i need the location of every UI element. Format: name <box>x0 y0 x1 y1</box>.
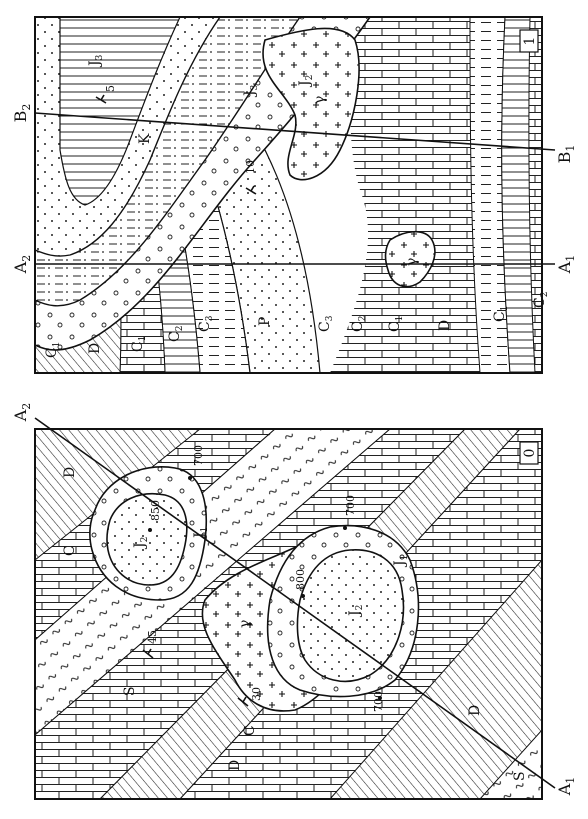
label-b1: B1 <box>555 145 577 164</box>
label-gamma: γ <box>237 620 253 628</box>
dip-value-30: 30 <box>250 687 263 701</box>
elev-800: 800 <box>294 569 307 590</box>
dip-symbol-5 <box>95 94 107 104</box>
map-0-dip-symbols: 45 30 <box>142 630 263 707</box>
label-c-lower: C <box>242 725 258 736</box>
label-c1-right: C1 <box>492 306 510 322</box>
label-k: K <box>137 133 153 144</box>
elev-700-b: 700 <box>344 495 357 516</box>
jurassic-j2-lower <box>296 549 405 683</box>
label-gamma-b: γ <box>404 258 420 266</box>
label-s-lower: S <box>512 771 528 781</box>
granite-intrusion-small <box>384 230 436 288</box>
jurassic-j2-upper <box>106 493 188 586</box>
label-s-upper: S <box>122 686 138 696</box>
label-j3-b: J3 <box>242 84 260 98</box>
granite-intrusion-upper <box>262 27 360 181</box>
dip-symbol-10 <box>245 185 257 195</box>
section-line-b1-b2 <box>34 112 556 151</box>
label-c1-mid: C1 <box>387 316 405 332</box>
label-d-right: D <box>437 320 453 331</box>
map-0-strata <box>35 429 542 799</box>
label-c3-mid: C3 <box>317 315 335 332</box>
label-c2-mid: C2 <box>350 316 368 332</box>
silurian-wave-belt-right <box>479 729 542 799</box>
dip-symbol-45 <box>142 648 154 659</box>
map-0-frame <box>34 428 543 800</box>
elev-700-a: 700 <box>192 445 205 466</box>
label-c1-left: C1 <box>130 336 148 352</box>
map-1-number-box <box>519 29 539 53</box>
label-j2: J2 <box>297 75 315 88</box>
map-1: 1 A2 A1 B2 B1 J3 J3 J2 K P D D C1 C1 C1 … <box>11 16 577 374</box>
label-c2-right: C2 <box>532 292 550 308</box>
label-c1-edge: C1 <box>44 342 62 358</box>
label-j1-upper: J1 <box>192 527 210 540</box>
dip-symbol-30 <box>237 696 249 707</box>
label-c2-left: C2 <box>167 326 185 342</box>
label-a2: A2 <box>11 255 33 275</box>
label-gamma-a: γ <box>312 96 328 104</box>
label-c-upper: C <box>62 545 78 556</box>
map-0-endpoint-labels: A2 A1 <box>11 403 577 797</box>
elev-700-c: 700 <box>372 691 385 712</box>
map-0-elevation-marks: 850 700 700 700 800 <box>148 445 385 712</box>
label-d-left: D <box>87 343 103 354</box>
label-d-lower-left: D <box>227 760 243 771</box>
map-1-unit-labels: J3 J3 J2 K P D D C1 C1 C1 C1 C2 C2 C2 C3… <box>44 54 550 358</box>
map-1-strata <box>35 17 542 373</box>
dip-value-5: 5 <box>104 85 117 92</box>
c2-band-right <box>501 17 536 373</box>
map-1-number: 1 <box>522 37 538 46</box>
map-1-endpoint-labels: A2 A1 B2 B1 <box>11 104 577 275</box>
label-p: P <box>257 317 273 326</box>
label-a1: A1 <box>555 255 577 275</box>
label-j2-upper: J2 <box>132 537 150 550</box>
label-c3-left: C3 <box>197 315 215 332</box>
label-d-lower-right: D <box>467 705 483 716</box>
map-0: 0 A2 A1 D C C D D S S J1 J1 J2 J2 γ 45 3… <box>11 403 577 800</box>
map-1-dip-symbols: 5 10 <box>95 85 257 195</box>
map-0-number: 0 <box>522 449 538 458</box>
label-a2: A2 <box>11 403 33 423</box>
map-0-unit-labels: D C C D D S S J1 J1 J2 J2 γ <box>62 467 528 781</box>
label-a1: A1 <box>555 777 577 797</box>
dip-value-10: 10 <box>244 160 257 174</box>
cretaceous-inner <box>59 17 181 206</box>
dip-value-45: 45 <box>146 630 159 644</box>
label-j1-lower: J1 <box>392 555 410 568</box>
map-1-frame <box>34 16 543 374</box>
label-d-top: D <box>62 467 78 478</box>
elev-850: 850 <box>149 500 162 521</box>
section-line-a1-a2 <box>34 417 556 789</box>
map-0-number-box <box>519 441 539 465</box>
label-b2: B2 <box>11 104 33 123</box>
label-j2-lower: J2 <box>347 605 365 618</box>
label-j3-a: J3 <box>87 54 105 68</box>
